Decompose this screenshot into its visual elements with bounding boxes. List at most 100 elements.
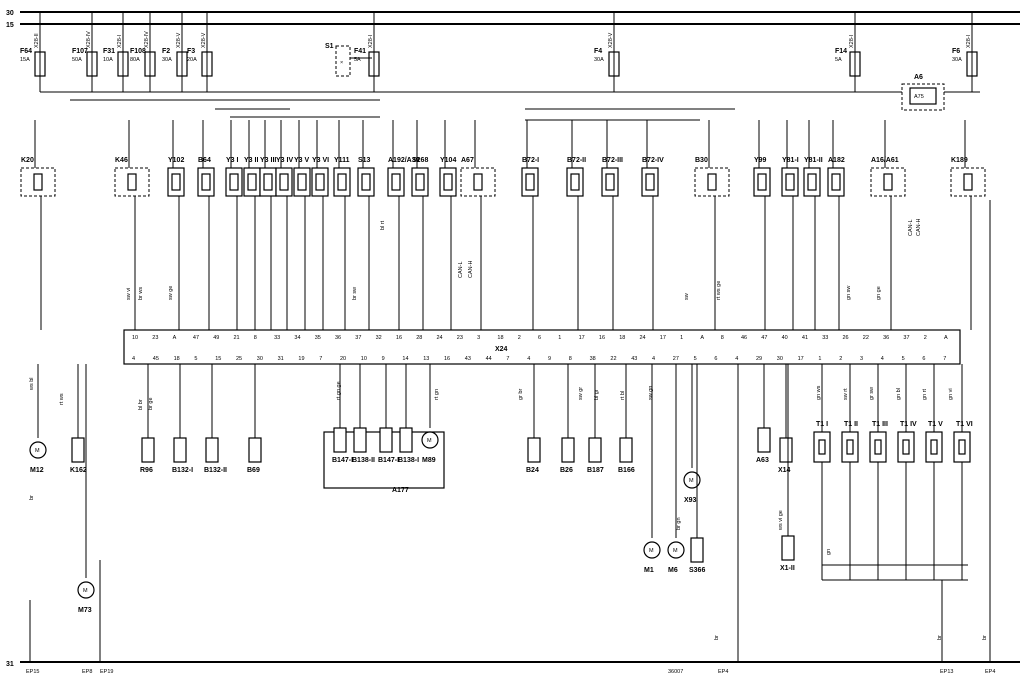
- component-m1: MM1: [643, 364, 661, 574]
- component-label: R96: [140, 467, 153, 474]
- component-label: S13: [358, 157, 371, 164]
- component-label: X14: [778, 467, 791, 474]
- ecu-bottom-pin: 14: [402, 356, 408, 362]
- ecu-bottom-pin: 4: [132, 356, 135, 362]
- component-label: B24: [526, 467, 539, 474]
- component-y81-ii: Y81-II: [803, 120, 823, 330]
- ground-ep15: EP15: [26, 669, 39, 675]
- fuse-label: F3: [187, 48, 195, 55]
- injector-2: T1 II: [841, 364, 859, 580]
- component-label: Y99: [754, 157, 767, 164]
- component-label: K162: [70, 467, 87, 474]
- component-label: A67: [461, 157, 474, 164]
- fuse-connector: X28-IV: [144, 31, 150, 48]
- component-k162: K162: [70, 364, 87, 474]
- wire-color-label: rt gn ge: [336, 381, 342, 400]
- component-b64: B64: [197, 120, 215, 330]
- module-a6: A6 A75: [901, 74, 945, 111]
- component-k189: K189: [950, 120, 986, 330]
- component-label: M1: [644, 567, 654, 574]
- wire-color-label: gn ge: [876, 286, 882, 300]
- injector-3: T1 III: [869, 364, 888, 580]
- component-y3-ii: Y3 II: [243, 120, 261, 330]
- ecu-bottom-pin: 5: [902, 356, 905, 362]
- ecu-top-pin: 18: [497, 335, 503, 341]
- component-b72-iv: B72-IV: [641, 120, 664, 330]
- injector-6: T1 VI: [953, 364, 973, 580]
- rail-15-label: 15: [6, 22, 14, 29]
- motor-symbol: M: [83, 588, 88, 594]
- fuse-rating: 10A: [103, 57, 113, 63]
- component-label: S268: [412, 157, 428, 164]
- component-a67: A67: [460, 120, 496, 330]
- ecu-bottom-pin: 2: [839, 356, 842, 362]
- ecu-bottom-pin: 31: [278, 356, 284, 362]
- wire-color-label: br: [982, 635, 988, 640]
- ecu-top-pin: 46: [741, 335, 747, 341]
- fuse-label: F64: [20, 48, 32, 55]
- ecu-bottom-pin: 5: [194, 356, 197, 362]
- component-label: Y3 V: [294, 157, 310, 164]
- rail-30-label: 30: [6, 10, 14, 17]
- component-s366: S366: [689, 364, 705, 574]
- component-y3-iv: Y3 IV: [275, 120, 293, 330]
- component-label: B166: [618, 467, 635, 474]
- component-b132-i: B132-I: [172, 364, 193, 474]
- component-b138-ii: B138-II: [352, 364, 375, 464]
- component-a16-a61: A16/A61: [870, 120, 906, 330]
- ecu-top-pin: 18: [619, 335, 625, 341]
- ecu-x24-label: X24: [495, 346, 508, 353]
- component-a63: A63: [756, 364, 771, 464]
- ecu-bottom-pin: 4: [652, 356, 655, 362]
- ecu-top-pin: 49: [213, 335, 219, 341]
- ground-ep19: EP19: [100, 669, 113, 675]
- ecu-bottom-pin: 17: [798, 356, 804, 362]
- ecu-bottom-pin: 9: [382, 356, 385, 362]
- component-label: Y3 III: [260, 157, 276, 164]
- wire-color-label: br ws: [138, 287, 144, 300]
- fuse-label: F14: [835, 48, 847, 55]
- ecu-top-pin: 22: [863, 335, 869, 341]
- component-label: Y3 IV: [276, 157, 293, 164]
- component-label: Y104: [440, 157, 456, 164]
- component-label: Y3 II: [244, 157, 258, 164]
- ecu-bottom-pin: 43: [631, 356, 637, 362]
- ecu-bottom-pin: 30: [777, 356, 783, 362]
- wire-color-label: sw rt: [843, 388, 849, 400]
- component-s13: S13: [357, 120, 375, 330]
- module-a6-label: A6: [914, 74, 923, 81]
- fuse-rating: 5A: [354, 57, 361, 63]
- component-label: K46: [115, 157, 128, 164]
- component-b132-ii: B132-II: [204, 364, 227, 474]
- ecu-top-pin: A: [944, 335, 948, 341]
- wire-color-label: ws vi ge: [778, 510, 784, 531]
- ecu-bottom-pin: 18: [174, 356, 180, 362]
- wire-color-label: sw gn: [648, 386, 654, 400]
- component-b72-iii: B72-III: [601, 120, 623, 330]
- component-label: Y81-I: [782, 157, 799, 164]
- rail-31-label: 31: [6, 661, 14, 668]
- component-a182: A182: [827, 120, 845, 330]
- injector-label: T1 V: [928, 421, 943, 428]
- component-k46: K46: [114, 120, 150, 330]
- ecu-top-pin: 33: [822, 335, 828, 341]
- wire-color-label: br: [29, 495, 35, 500]
- ground-ep8: EP8: [82, 669, 92, 675]
- component-y3-vi: Y3 VI: [311, 120, 329, 330]
- ecu-bottom-pin: 29: [756, 356, 762, 362]
- component-y81-i: Y81-I: [781, 120, 799, 330]
- fuse-rating: 30A: [594, 57, 604, 63]
- wire-color-label: gn sw: [846, 286, 852, 300]
- ecu-top-pin: 35: [315, 335, 321, 341]
- fuse-connector: X28-I: [849, 34, 855, 48]
- fuse-rating: 50A: [72, 57, 82, 63]
- ecu-top-pin: 6: [538, 335, 541, 341]
- motor-symbol: M: [35, 448, 40, 454]
